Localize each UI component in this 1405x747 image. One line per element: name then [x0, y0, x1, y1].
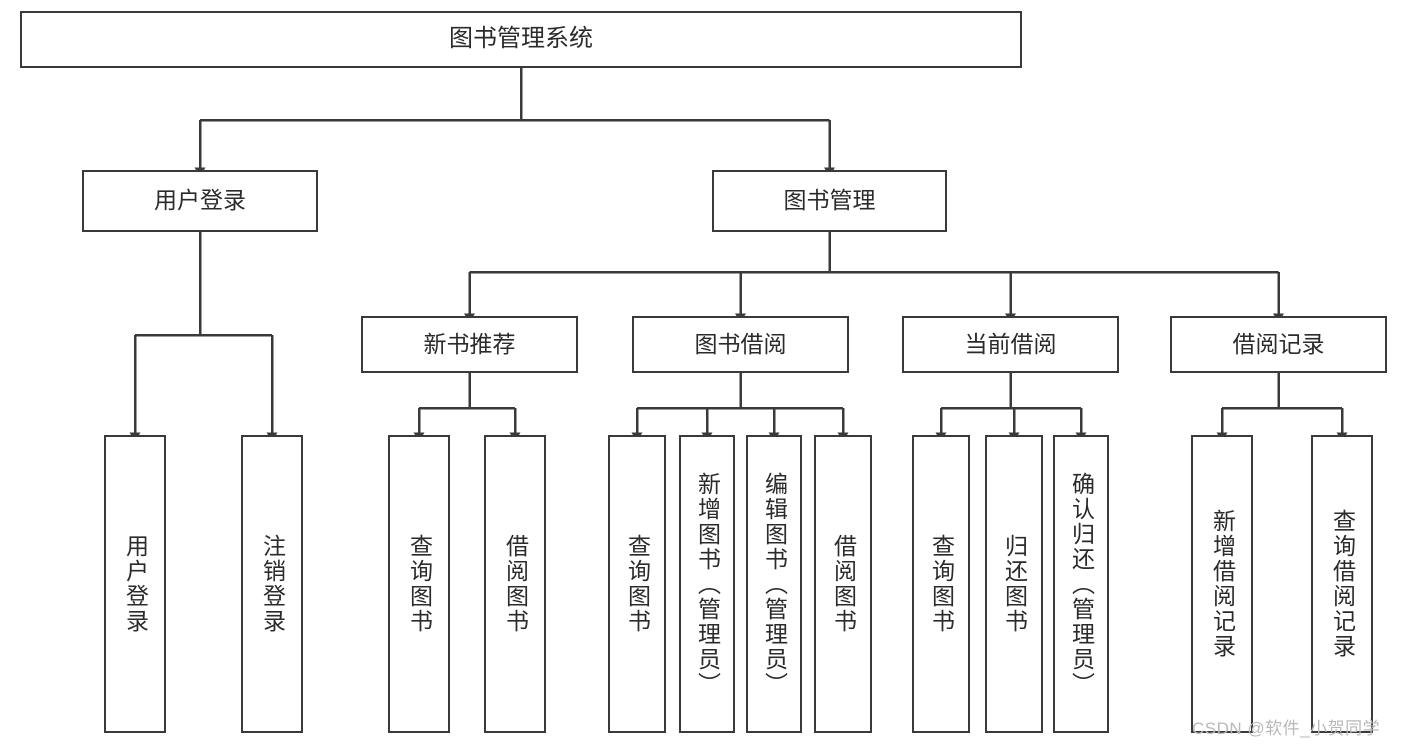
node-label: 借阅图书 [502, 534, 529, 634]
node-label: 确认归还（管理员） [1068, 471, 1095, 697]
node-book-manage[interactable]: 图书管理 [712, 170, 947, 232]
node-label: 注销登录 [259, 534, 286, 634]
node-book-borrow[interactable]: 图书借阅 [632, 316, 849, 373]
node-label: 新增图书（管理员） [694, 471, 721, 697]
node-label: 查询图书 [624, 534, 651, 634]
node-leaf-5[interactable]: 查询图书 [608, 435, 666, 733]
node-leaf-3[interactable]: 查询图书 [388, 435, 450, 733]
node-leaf-4[interactable]: 借阅图书 [484, 435, 546, 733]
node-leaf-2[interactable]: 注销登录 [241, 435, 303, 733]
node-label: 借阅记录 [1232, 330, 1325, 357]
node-borrow-record[interactable]: 借阅记录 [1170, 316, 1387, 373]
node-user-login[interactable]: 用户登录 [82, 170, 318, 232]
node-current-borrow[interactable]: 当前借阅 [902, 316, 1119, 373]
node-leaf-1[interactable]: 用户登录 [104, 435, 166, 733]
node-root[interactable]: 图书管理系统 [20, 11, 1022, 68]
edge-group [129, 68, 1348, 442]
node-leaf-7[interactable]: 编辑图书（管理员） [746, 435, 802, 733]
node-label: 图书借阅 [694, 330, 787, 357]
node-leaf-11[interactable]: 确认归还（管理员） [1053, 435, 1109, 733]
node-label: 新增借阅记录 [1209, 509, 1236, 659]
node-label: 图书管理 [783, 187, 876, 214]
node-leaf-12[interactable]: 新增借阅记录 [1191, 435, 1253, 733]
node-label: 用户登录 [154, 187, 246, 214]
node-label: 新书推荐 [423, 330, 516, 357]
node-label: 当前借阅 [964, 330, 1057, 357]
node-label: 查询图书 [406, 534, 433, 634]
node-leaf-9[interactable]: 查询图书 [912, 435, 970, 733]
node-leaf-6[interactable]: 新增图书（管理员） [679, 435, 735, 733]
node-label: 借阅图书 [830, 534, 857, 634]
node-label: 查询图书 [928, 534, 955, 634]
node-leaf-13[interactable]: 查询借阅记录 [1311, 435, 1373, 733]
node-label: 归还图书 [1001, 534, 1028, 634]
node-leaf-10[interactable]: 归还图书 [985, 435, 1043, 733]
node-label: 查询借阅记录 [1329, 509, 1356, 659]
node-label: 图书管理系统 [449, 25, 593, 53]
node-new-book-rec[interactable]: 新书推荐 [361, 316, 578, 373]
node-label: 编辑图书（管理员） [761, 471, 788, 697]
node-leaf-8[interactable]: 借阅图书 [814, 435, 872, 733]
node-label: 用户登录 [122, 534, 149, 634]
